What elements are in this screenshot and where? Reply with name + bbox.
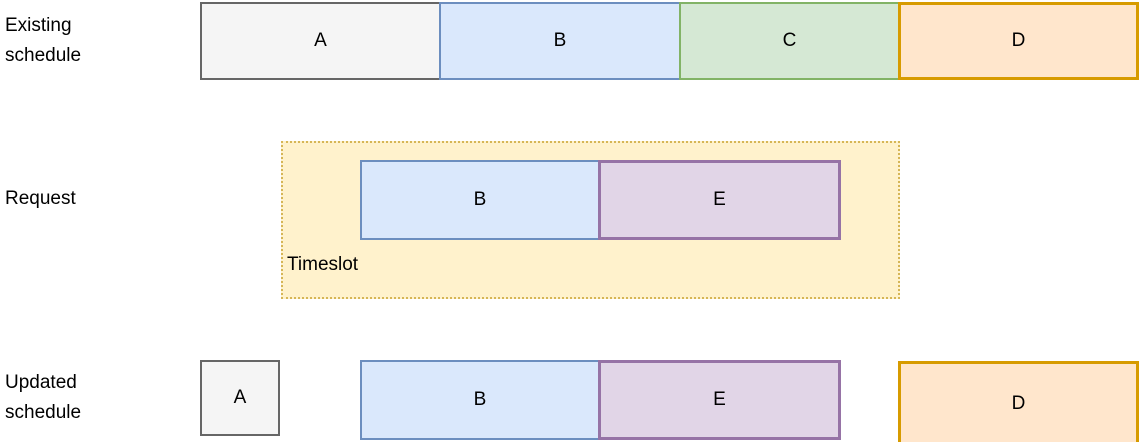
updated-schedule-block-d: D xyxy=(898,361,1139,442)
updated-schedule-block-e: E xyxy=(598,360,841,440)
request-block-e: E xyxy=(598,160,841,240)
row-label-updated-schedule: Updated schedule xyxy=(5,372,82,423)
existing-schedule-block-b: B xyxy=(439,2,681,80)
updated-schedule-block-a: A xyxy=(200,360,280,436)
existing-schedule-block-d: D xyxy=(898,2,1139,80)
row-label-request: Request xyxy=(5,188,76,209)
timeslot-label: Timeslot xyxy=(287,254,359,275)
existing-schedule-block-a: A xyxy=(200,2,441,80)
updated-schedule-block-b: B xyxy=(360,360,600,440)
existing-schedule-block-c: C xyxy=(679,2,900,80)
request-block-b: B xyxy=(360,160,600,240)
row-label-existing-schedule: Existing schedule xyxy=(5,15,82,66)
